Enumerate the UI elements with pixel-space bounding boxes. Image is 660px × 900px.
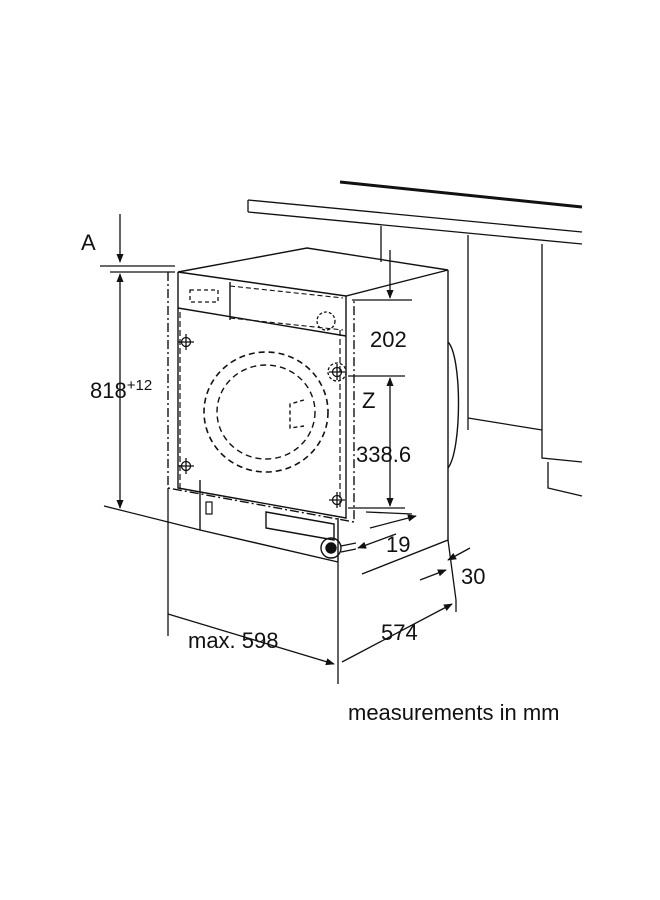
program-knob-icon <box>316 311 336 331</box>
label-height-tolerance: +12 <box>127 377 152 394</box>
control-panel <box>189 285 344 331</box>
dimension-338-6 <box>348 375 405 509</box>
hinge-point-bottom-right <box>329 492 345 508</box>
label-height-main: 818 <box>90 378 127 403</box>
label-depth: 574 <box>381 620 418 645</box>
dimension-30 <box>419 539 471 601</box>
dimension-202 <box>352 250 412 301</box>
filter-cover <box>265 511 335 541</box>
door-handle <box>289 399 305 429</box>
hinge-point-top-left <box>178 334 194 350</box>
dimension-width <box>167 488 339 684</box>
side-bulge <box>447 341 460 469</box>
dimension-depth <box>341 600 457 663</box>
hinge-point-top-right <box>327 362 347 382</box>
dimension-height <box>103 271 201 531</box>
dimension-a <box>100 214 175 267</box>
countertop <box>247 180 583 245</box>
label-width: max. 598 <box>188 628 279 653</box>
label-202: 202 <box>370 327 407 352</box>
door-outline <box>203 351 329 473</box>
label-30: 30 <box>461 564 485 589</box>
furniture-door-outline <box>167 272 355 523</box>
label-338-6: 338.6 <box>356 442 411 467</box>
cabinet-side <box>380 226 583 497</box>
caption: measurements in mm <box>348 700 560 725</box>
washing-machine-body <box>177 247 449 575</box>
dimension-19 <box>357 511 417 549</box>
hinge-point-bottom-left <box>178 458 194 474</box>
label-19: 19 <box>386 532 410 557</box>
label-z: Z <box>362 388 375 413</box>
label-height: 818+12 <box>90 377 152 403</box>
label-a: A <box>81 230 96 255</box>
plinth-indicator <box>205 501 213 515</box>
leveling-foot-icon <box>320 537 357 559</box>
